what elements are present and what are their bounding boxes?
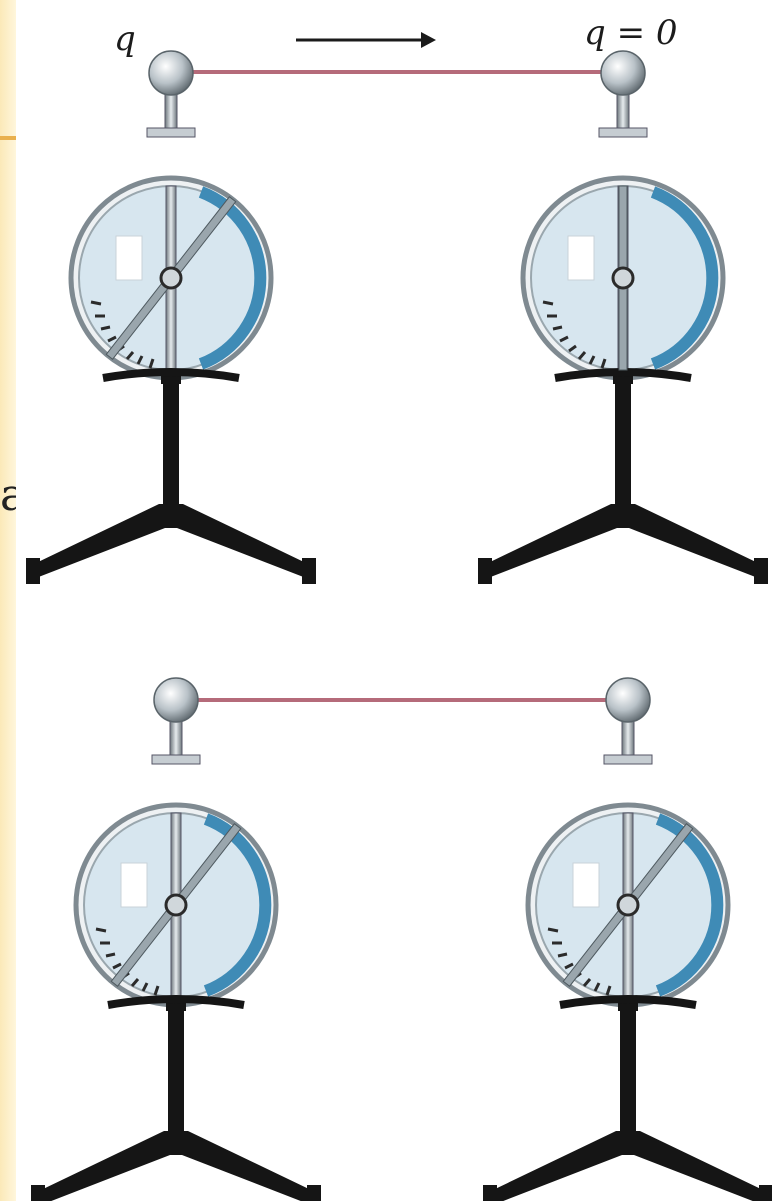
left-charge-label: q <box>114 22 136 56</box>
right-arrow-icon <box>296 32 436 48</box>
electroscope-diagram <box>16 0 772 1201</box>
slide-left-band <box>0 0 16 1201</box>
right-charge-label: q = 0 <box>584 16 678 50</box>
electroscope-icon <box>478 51 768 584</box>
electroscope-icon <box>26 51 316 584</box>
electroscope-icon <box>31 678 321 1201</box>
electroscope-icon <box>483 678 772 1201</box>
electroscope-figure: q q = 0 <box>16 0 772 1201</box>
